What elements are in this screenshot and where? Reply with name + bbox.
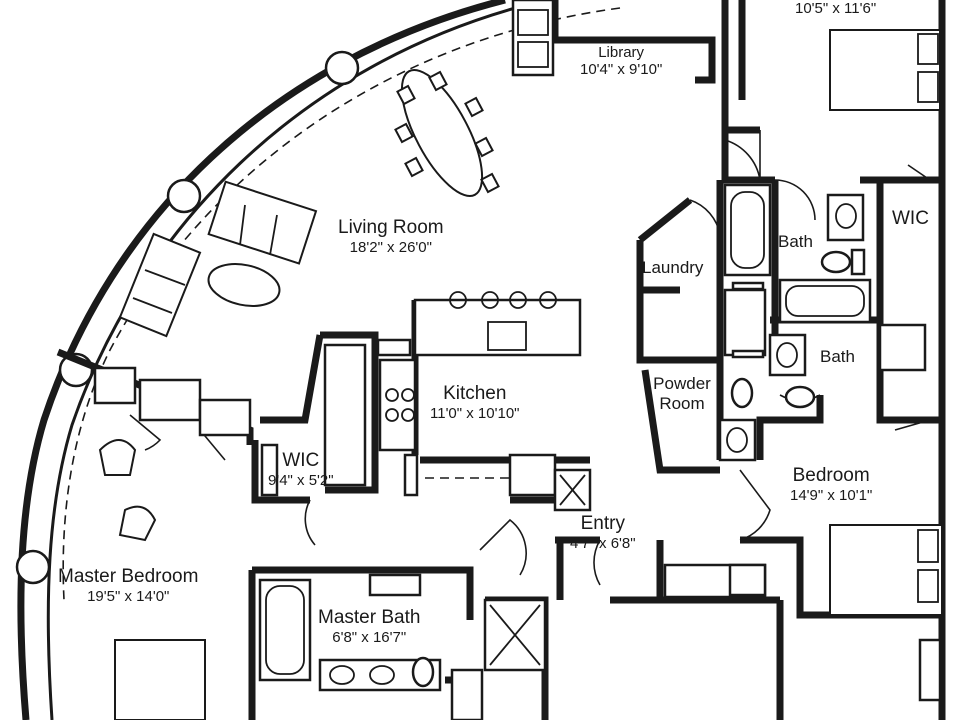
room-dims: 4'7" x 6'8" (570, 534, 636, 552)
door-swings (129, 130, 931, 586)
room-dims: 18'2" x 26'0" (349, 238, 432, 256)
room-dims: 6'8" x 16'7" (332, 628, 407, 646)
room-name: Entry (580, 513, 625, 534)
room-name: Living Room (338, 217, 444, 238)
room-dims: 11'0" x 10'10" (430, 404, 520, 422)
room-name: WIC (282, 450, 320, 471)
room-name: Bath (820, 347, 855, 366)
room-label-wic-right: WIC (892, 208, 929, 230)
room-label-bedroom-top: 10'5" x 11'6" (795, 0, 876, 17)
room-label-bath-upper: Bath (778, 232, 813, 252)
room-dims: 10'5" x 11'6" (795, 0, 877, 17)
room-label-wic-left: WIC 9'4" x 5'2" (268, 450, 334, 489)
room-name: Powder Room (653, 374, 711, 413)
room-dims: 14'9" x 10'1" (790, 486, 873, 504)
room-name: Library (598, 44, 645, 61)
room-label-laundry: Laundry (642, 258, 703, 278)
room-name: Kitchen (443, 383, 507, 404)
room-label-library: Library 10'4" x 9'10" (580, 44, 662, 79)
furniture (98, 68, 500, 720)
room-label-living-room: Living Room 18'2" x 26'0" (338, 217, 444, 256)
room-label-bath-lower: Bath (820, 347, 855, 367)
room-label-master-bedroom: Master Bedroom 19'5" x 14'0" (58, 566, 198, 605)
room-name: Master Bedroom (58, 566, 199, 587)
room-dims: 19'5" x 14'0" (87, 587, 170, 605)
room-name: Master Bath (318, 607, 421, 628)
room-label-kitchen: Kitchen 11'0" x 10'10" (430, 383, 520, 422)
room-label-powder-room: Powder Room (646, 374, 718, 413)
room-label-master-bath: Master Bath 6'8" x 16'7" (318, 607, 420, 646)
room-label-entry: Entry 4'7" x 6'8" (570, 513, 636, 552)
room-dims: 9'4" x 5'2" (268, 471, 334, 489)
room-name: WIC (892, 208, 929, 229)
room-name: Laundry (642, 258, 704, 277)
room-name: Bedroom (792, 465, 870, 486)
room-dims: 10'4" x 9'10" (580, 61, 663, 79)
columns (15, 50, 360, 585)
fixtures (93, 0, 943, 720)
room-name: Bath (778, 232, 813, 251)
room-label-bedroom-right: Bedroom 14'9" x 10'1" (790, 465, 872, 504)
